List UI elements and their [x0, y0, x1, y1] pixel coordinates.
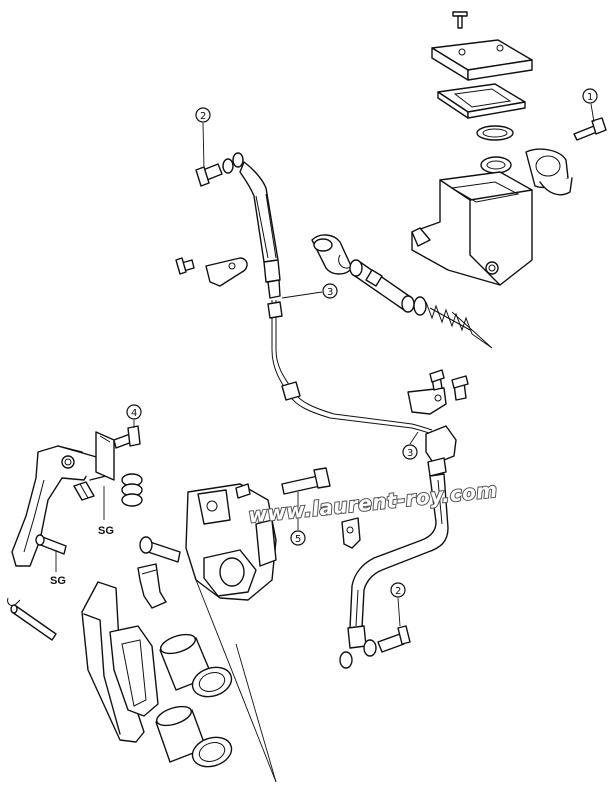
- metal-brake-line: [267, 300, 433, 435]
- callout-4: 4: [126, 404, 142, 428]
- pedal-stopper: [73, 481, 95, 501]
- callout-2-lower: 2: [390, 582, 406, 627]
- upper-brake-hose: [239, 161, 281, 299]
- three-way-joint: [425, 425, 457, 477]
- caliper-pad-spring: [137, 563, 167, 609]
- piston-cup: [413, 296, 427, 316]
- hose-guide-clip: [341, 517, 361, 549]
- callout-3-upper-number: 3: [327, 287, 333, 298]
- callout-5-number: 5: [295, 534, 301, 545]
- piston-seal-lower: [191, 736, 233, 768]
- pedal-bracket-plate: [95, 431, 115, 481]
- line-clamp: [407, 387, 447, 415]
- sg-label-lower: SG: [50, 575, 66, 587]
- callout-2-lower-number: 2: [395, 586, 401, 597]
- lower-banjo-bolt: [377, 625, 411, 653]
- callout-2-upper: 2: [195, 107, 211, 169]
- cotter-pin: [7, 597, 21, 607]
- pedal-bolt: [113, 425, 141, 449]
- lower-brake-hose: [347, 473, 449, 649]
- master-cylinder-body: [411, 171, 533, 286]
- assembly-leader-lines: [195, 311, 493, 783]
- caliper-bleeder: [235, 483, 251, 499]
- hose-guide-bracket: [205, 257, 248, 287]
- bracket-screw: [175, 257, 195, 275]
- handlebar-clamp: [525, 148, 573, 196]
- callout-1: 1: [582, 88, 598, 123]
- upper-sealing-washer: [222, 152, 244, 174]
- diaphragm-plate: [437, 83, 526, 119]
- sg-label-lower-group: SG: [50, 550, 66, 587]
- caliper-mount-bolt: [281, 467, 331, 495]
- callout-1-number: 1: [587, 92, 593, 103]
- caliper-slide-pin: [139, 536, 181, 563]
- line-clamp-bolt: [451, 375, 469, 401]
- callout-4-number: 4: [131, 408, 137, 419]
- brake-pedal: [11, 445, 107, 567]
- line-clamp-screw: [429, 369, 445, 391]
- callout-3-upper: 3: [281, 283, 338, 299]
- lower-sealing-washer: [339, 639, 377, 669]
- upper-banjo-bolt: [195, 163, 223, 187]
- clamp-bolt: [573, 117, 607, 141]
- clevis-pin: [10, 604, 57, 641]
- reservoir-seal-ring: [476, 125, 514, 141]
- callout-3-lower-number: 3: [407, 448, 413, 459]
- callout-5: 5: [290, 492, 306, 546]
- piston-boot: [311, 234, 353, 275]
- sg-label-upper: SG: [98, 525, 114, 537]
- pedal-pivot-shaft: [35, 534, 67, 555]
- master-piston: [349, 259, 415, 313]
- callout-3-lower: 3: [402, 431, 419, 460]
- caliper-body: [185, 483, 277, 601]
- master-cylinder-seal: [480, 156, 512, 174]
- master-cylinder-cap-screw: [452, 11, 468, 29]
- reservoir-cap: [431, 39, 533, 81]
- pedal-return-spring: [121, 473, 143, 507]
- return-spring: [425, 301, 473, 335]
- piston-seal-upper: [191, 666, 233, 698]
- callout-2-upper-number: 2: [200, 111, 206, 122]
- brake-pad-inner: [109, 625, 159, 717]
- sg-label-upper-group: SG: [98, 486, 114, 537]
